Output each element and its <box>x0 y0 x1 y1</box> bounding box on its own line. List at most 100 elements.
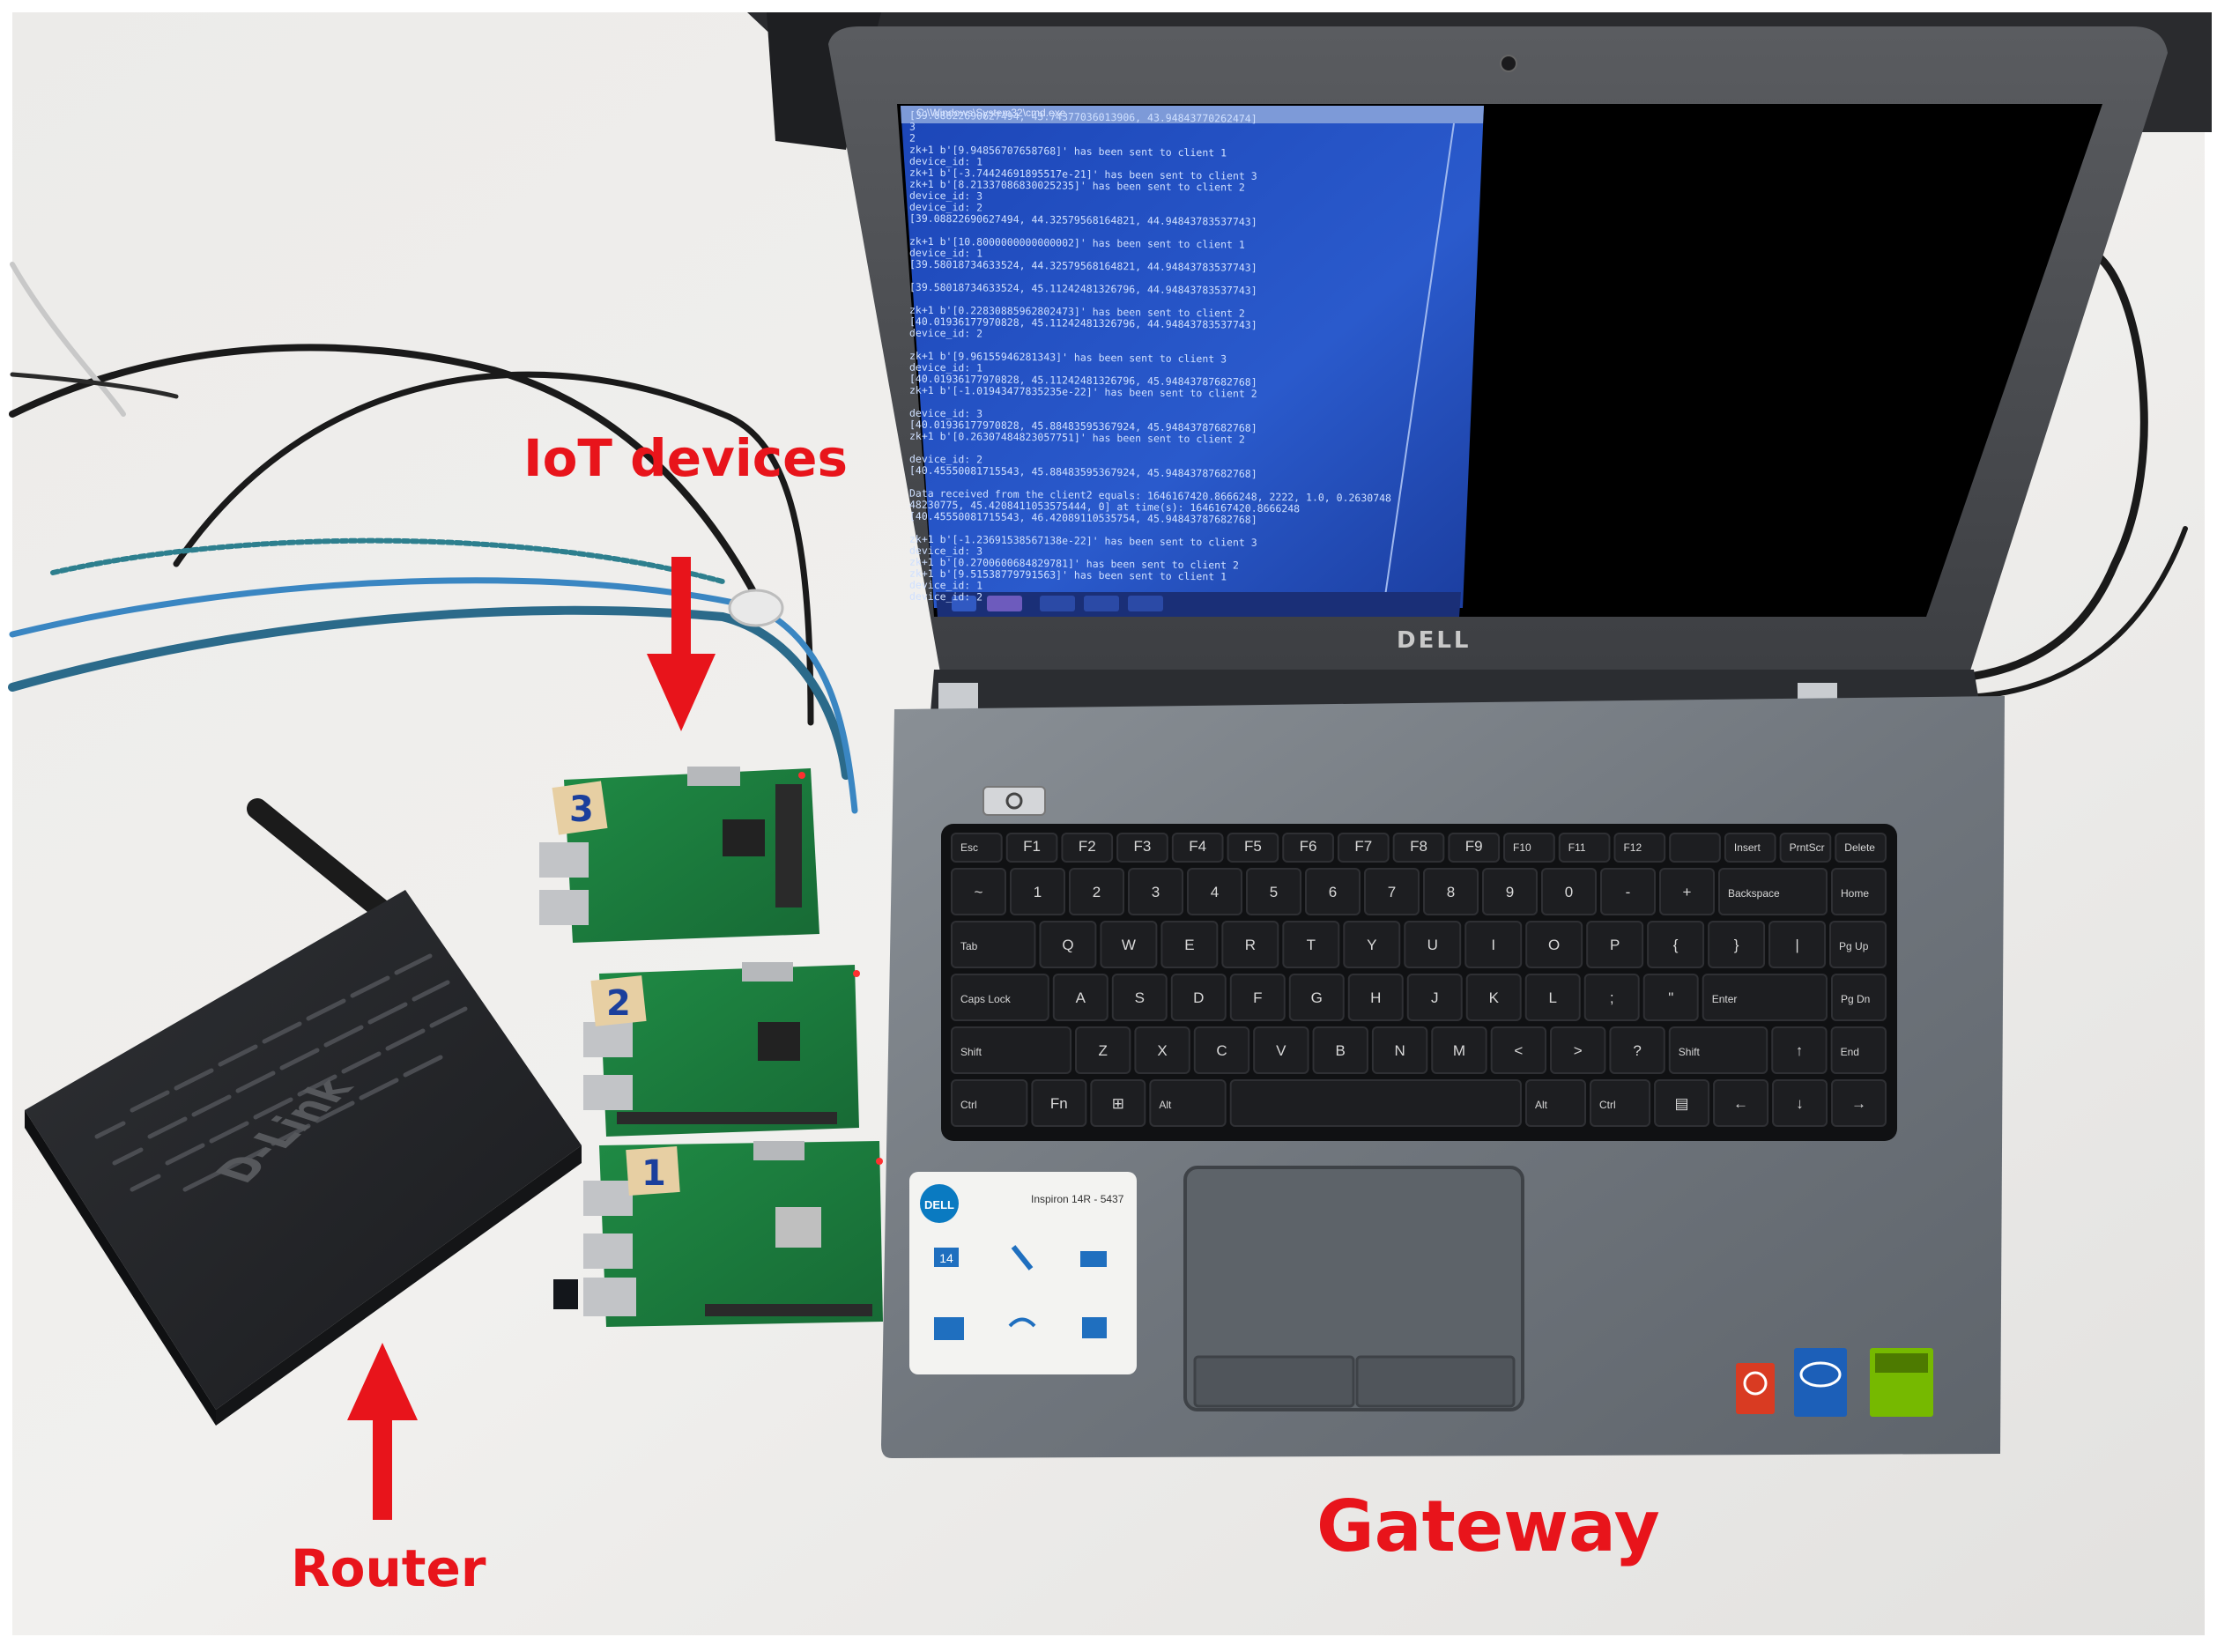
key[interactable]: ↓ <box>1772 1079 1828 1127</box>
key[interactable]: 0 <box>1541 868 1597 915</box>
key[interactable]: F6 <box>1282 833 1334 863</box>
key-label: S <box>1135 989 1145 1006</box>
key[interactable]: 3 <box>1128 868 1183 915</box>
key[interactable]: S <box>1111 974 1168 1021</box>
key[interactable]: Fn <box>1031 1079 1087 1127</box>
key[interactable]: F2 <box>1061 833 1114 863</box>
key[interactable]: Backspace <box>1718 868 1828 915</box>
key[interactable]: W <box>1100 921 1158 968</box>
key[interactable]: ← <box>1713 1079 1769 1127</box>
key[interactable]: > <box>1550 1026 1606 1074</box>
key[interactable]: 6 <box>1305 868 1361 915</box>
key[interactable]: ▤ <box>1654 1079 1710 1127</box>
power-button[interactable] <box>982 786 1046 816</box>
key[interactable]: ⊞ <box>1090 1079 1146 1127</box>
key[interactable] <box>1669 833 1721 863</box>
key[interactable]: F5 <box>1227 833 1279 863</box>
key[interactable]: Q <box>1039 921 1097 968</box>
key[interactable]: Shift <box>1668 1026 1768 1074</box>
key[interactable]: F8 <box>1392 833 1445 863</box>
key[interactable]: Shift <box>951 1026 1072 1074</box>
key[interactable]: Y <box>1343 921 1401 968</box>
key[interactable]: 4 <box>1187 868 1242 915</box>
key[interactable]: " <box>1642 974 1699 1021</box>
key[interactable]: Pg Up <box>1829 921 1887 968</box>
key[interactable]: T <box>1282 921 1340 968</box>
key[interactable]: Z <box>1075 1026 1131 1074</box>
key[interactable]: R <box>1221 921 1279 968</box>
key-label: Home <box>1841 887 1869 900</box>
key[interactable]: P <box>1586 921 1644 968</box>
key[interactable]: Alt <box>1149 1079 1227 1127</box>
key[interactable]: L <box>1524 974 1581 1021</box>
key-label: F10 <box>1513 841 1531 854</box>
key[interactable]: F3 <box>1116 833 1168 863</box>
key[interactable]: J <box>1406 974 1463 1021</box>
key[interactable]: Ctrl <box>1590 1079 1651 1127</box>
key[interactable]: D <box>1170 974 1227 1021</box>
key[interactable]: U <box>1404 921 1462 968</box>
key[interactable]: { <box>1647 921 1705 968</box>
key[interactable]: Esc <box>951 833 1003 863</box>
key[interactable]: E <box>1160 921 1219 968</box>
key[interactable]: F12 <box>1613 833 1666 863</box>
key[interactable]: Tab <box>951 921 1036 968</box>
key[interactable]: 2 <box>1069 868 1124 915</box>
key[interactable]: F1 <box>1005 833 1058 863</box>
key-label: ⊞ <box>1112 1095 1124 1112</box>
key[interactable]: F4 <box>1171 833 1224 863</box>
key[interactable]: End <box>1830 1026 1887 1074</box>
touchpad-right-button[interactable] <box>1355 1355 1516 1408</box>
key[interactable]: 9 <box>1482 868 1538 915</box>
key[interactable]: V <box>1253 1026 1309 1074</box>
key[interactable]: + <box>1659 868 1715 915</box>
key[interactable]: Ctrl <box>951 1079 1028 1127</box>
key[interactable]: I <box>1464 921 1523 968</box>
key[interactable]: G <box>1288 974 1345 1021</box>
key[interactable]: → <box>1831 1079 1887 1127</box>
touchpad-left-button[interactable] <box>1193 1355 1355 1408</box>
key[interactable]: K <box>1465 974 1522 1021</box>
key[interactable]: F10 <box>1503 833 1555 863</box>
key[interactable]: Enter <box>1702 974 1828 1021</box>
key[interactable]: F9 <box>1448 833 1501 863</box>
key[interactable]: - <box>1600 868 1656 915</box>
touchpad[interactable] <box>1183 1166 1524 1411</box>
key[interactable]: N <box>1371 1026 1428 1074</box>
key[interactable]: ? <box>1609 1026 1665 1074</box>
key[interactable]: O <box>1525 921 1583 968</box>
key[interactable]: < <box>1490 1026 1547 1074</box>
key[interactable]: X <box>1134 1026 1190 1074</box>
key[interactable]: F11 <box>1558 833 1611 863</box>
key[interactable]: ↑ <box>1771 1026 1828 1074</box>
key[interactable]: 5 <box>1246 868 1301 915</box>
key[interactable]: PrntScr <box>1779 833 1832 863</box>
key[interactable]: Home <box>1831 868 1887 915</box>
key[interactable]: } <box>1708 921 1766 968</box>
key[interactable]: Caps Lock <box>951 974 1049 1021</box>
key-label: 5 <box>1270 884 1278 900</box>
key[interactable]: ; <box>1583 974 1640 1021</box>
key[interactable]: Delete <box>1835 833 1887 863</box>
key[interactable]: B <box>1312 1026 1368 1074</box>
terminal-title: C:\Windows\System32\cmd.exe <box>916 107 1066 119</box>
key[interactable]: 1 <box>1010 868 1065 915</box>
key[interactable] <box>1229 1079 1522 1127</box>
key[interactable]: F <box>1229 974 1286 1021</box>
key[interactable]: M <box>1431 1026 1487 1074</box>
key[interactable]: Alt <box>1524 1079 1587 1127</box>
key[interactable]: ~ <box>951 868 1006 915</box>
key-label: D <box>1193 989 1204 1006</box>
key[interactable]: 7 <box>1364 868 1420 915</box>
key[interactable]: Insert <box>1724 833 1776 863</box>
key[interactable]: C <box>1193 1026 1250 1074</box>
key[interactable]: A <box>1052 974 1108 1021</box>
key[interactable]: H <box>1347 974 1404 1021</box>
key[interactable]: | <box>1768 921 1827 968</box>
key[interactable]: 8 <box>1423 868 1479 915</box>
key-label: 4 <box>1211 884 1219 900</box>
key-label: O <box>1548 937 1560 953</box>
key[interactable]: F7 <box>1337 833 1390 863</box>
key-label: End <box>1841 1046 1859 1058</box>
key[interactable]: Pg Dn <box>1831 974 1887 1021</box>
